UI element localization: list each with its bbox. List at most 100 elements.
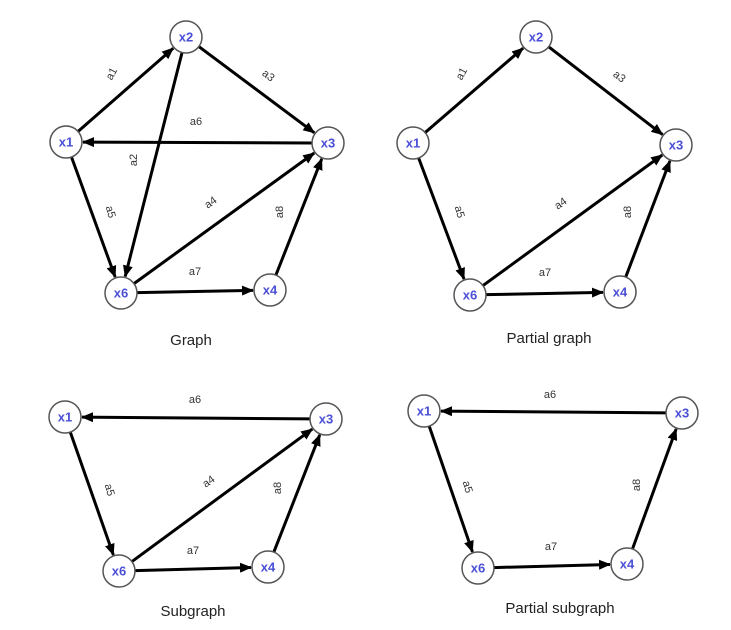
node-circle [407,394,441,428]
edge-a8 [624,159,672,278]
node-label: x3 [675,405,689,420]
edge-label-a8: a8 [274,206,286,218]
edge-a3 [547,45,664,136]
edge-a7 [493,559,612,570]
node-x1: x1 [407,394,441,428]
edge-label-a1: a1 [104,66,120,82]
node-label: x4 [620,556,635,571]
edge-a7 [485,287,605,298]
edge-label-a7: a7 [187,545,199,557]
edge-a6 [80,412,311,423]
node-circle [104,276,138,310]
edge-a4 [482,153,664,287]
edge-label-a6: a6 [190,116,202,128]
node-x3: x3 [309,402,343,436]
node-circle [665,396,699,430]
edge-a5 [417,157,466,281]
node-label: x6 [471,560,485,575]
edge-label-a5: a5 [103,205,118,220]
edge-label-a8: a8 [631,479,643,491]
node-x2: x2 [519,20,553,54]
edge-label-a8: a8 [272,482,284,494]
edge-label-a7: a7 [189,266,201,278]
node-label: x4 [261,559,276,574]
node-x1: x1 [48,400,82,434]
node-circle [453,278,487,312]
node-circle [461,551,495,585]
panel-3: a5 a6 a7 a8 x1 x3 x4 x6 [407,389,699,585]
node-x4: x4 [603,275,637,309]
node-circle [519,20,553,54]
node-x6: x6 [104,276,138,310]
caption-partial-subgraph: Partial subgraph [505,600,615,617]
node-circle [610,547,644,581]
edge-label-a7: a7 [545,541,557,553]
edge-label-a4: a4 [552,195,569,212]
edge-label-a7: a7 [539,267,551,279]
edge-a5 [427,425,474,553]
edge-a6 [439,406,667,417]
edge-a7 [134,562,253,573]
edge-label-a8: a8 [622,206,634,218]
edge-label-a5: a5 [102,483,117,498]
node-circle [49,125,83,159]
edge-a4 [131,427,314,563]
edge-a6 [81,137,313,148]
node-label: x3 [321,135,335,150]
caption-graph: Graph [170,332,212,349]
node-x4: x4 [610,547,644,581]
node-x3: x3 [311,126,345,160]
edge-a3 [197,45,316,135]
edge-label-a2: a2 [128,154,140,166]
node-label: x2 [179,29,193,44]
node-circle [311,126,345,160]
edge-a4 [133,151,316,285]
edge-label-a3: a3 [260,67,277,84]
node-label: x1 [58,409,72,424]
node-circle [251,550,285,584]
node-x6: x6 [453,278,487,312]
caption-subgraph: Subgraph [160,603,226,620]
node-circle [48,400,82,434]
node-label: x6 [112,563,126,578]
panel-0: a1 a2 a3 a4 a5 a6 a7 a8 x1 x2 x3 x4 x6 [49,20,345,310]
edge-a8 [272,433,322,553]
caption-partial-graph: Partial graph [506,330,592,347]
node-label: x3 [669,137,683,152]
node-circle [309,402,343,436]
node-label: x1 [59,134,73,149]
node-circle [396,126,430,160]
node-x4: x4 [251,550,285,584]
node-circle [169,20,203,54]
edge-label-a5: a5 [460,480,475,495]
node-label: x1 [417,403,431,418]
node-label: x4 [613,284,628,299]
edge-label-a1: a1 [454,66,470,82]
node-circle [659,128,693,162]
node-circle [603,275,637,309]
node-circle [253,273,287,307]
node-label: x6 [463,287,477,302]
node-x4: x4 [253,273,287,307]
node-x1: x1 [396,126,430,160]
node-x3: x3 [665,396,699,430]
edge-label-a5: a5 [452,205,467,220]
node-label: x1 [406,135,420,150]
edge-a2 [123,52,184,278]
edge-a1 [77,47,175,133]
edge-label-a4: a4 [202,194,219,211]
edge-label-a6: a6 [544,389,556,401]
edge-a7 [136,285,255,296]
edge-a5 [70,156,117,278]
node-label: x2 [529,29,543,44]
node-x1: x1 [49,125,83,159]
node-x3: x3 [659,128,693,162]
node-x6: x6 [461,551,495,585]
node-x6: x6 [102,554,136,588]
edge-a1 [424,46,525,134]
edge-label-a4: a4 [200,473,217,490]
